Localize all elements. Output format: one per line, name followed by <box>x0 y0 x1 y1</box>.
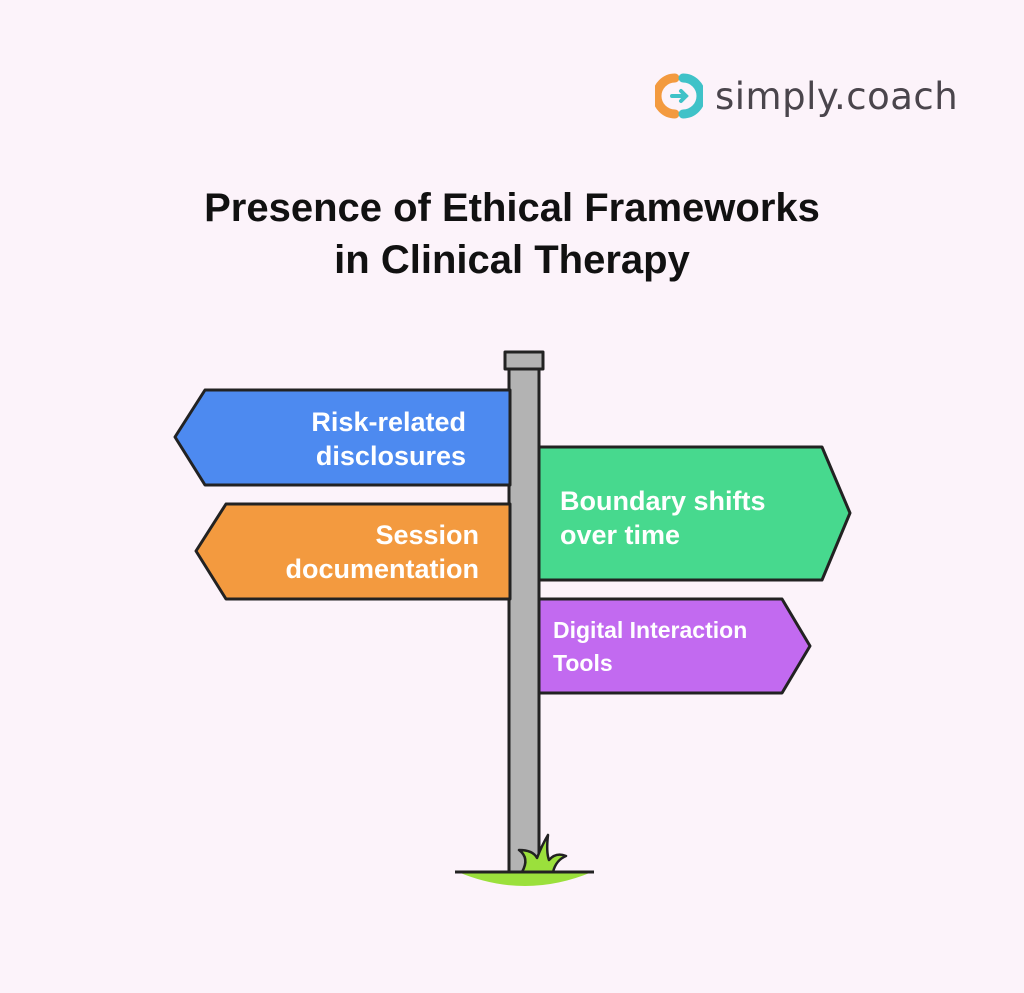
sign-4-line-1: Digital Interaction <box>553 617 747 643</box>
page-title: Presence of Ethical Frameworks in Clinic… <box>0 182 1024 286</box>
sign-2-line-2: over time <box>560 520 680 550</box>
brand-logo: simply.coach <box>655 72 958 120</box>
pole-cap <box>503 350 545 371</box>
sign-1-line-1: Risk-related <box>311 407 466 437</box>
sign-boundary-shifts <box>537 445 852 582</box>
simply-coach-logo-icon <box>655 73 703 119</box>
sign-session-documentation <box>194 502 512 601</box>
sign-1-line-2: disclosures <box>316 441 466 471</box>
pole <box>507 364 541 874</box>
sign-3-line-2: documentation <box>286 554 480 584</box>
grass-tuft-icon <box>517 833 568 874</box>
brand-name: simply.coach <box>715 74 959 118</box>
sign-2-line-1: Boundary shifts <box>560 486 766 516</box>
sign-digital-interaction-tools <box>537 597 812 695</box>
sign-risk-related-disclosures <box>173 388 512 487</box>
sign-3-line-1: Session <box>375 520 479 550</box>
grass-ground <box>458 872 592 886</box>
title-line-1: Presence of Ethical Frameworks <box>204 186 820 230</box>
sign-4-line-2: Tools <box>553 650 613 676</box>
title-line-2: in Clinical Therapy <box>334 238 690 282</box>
